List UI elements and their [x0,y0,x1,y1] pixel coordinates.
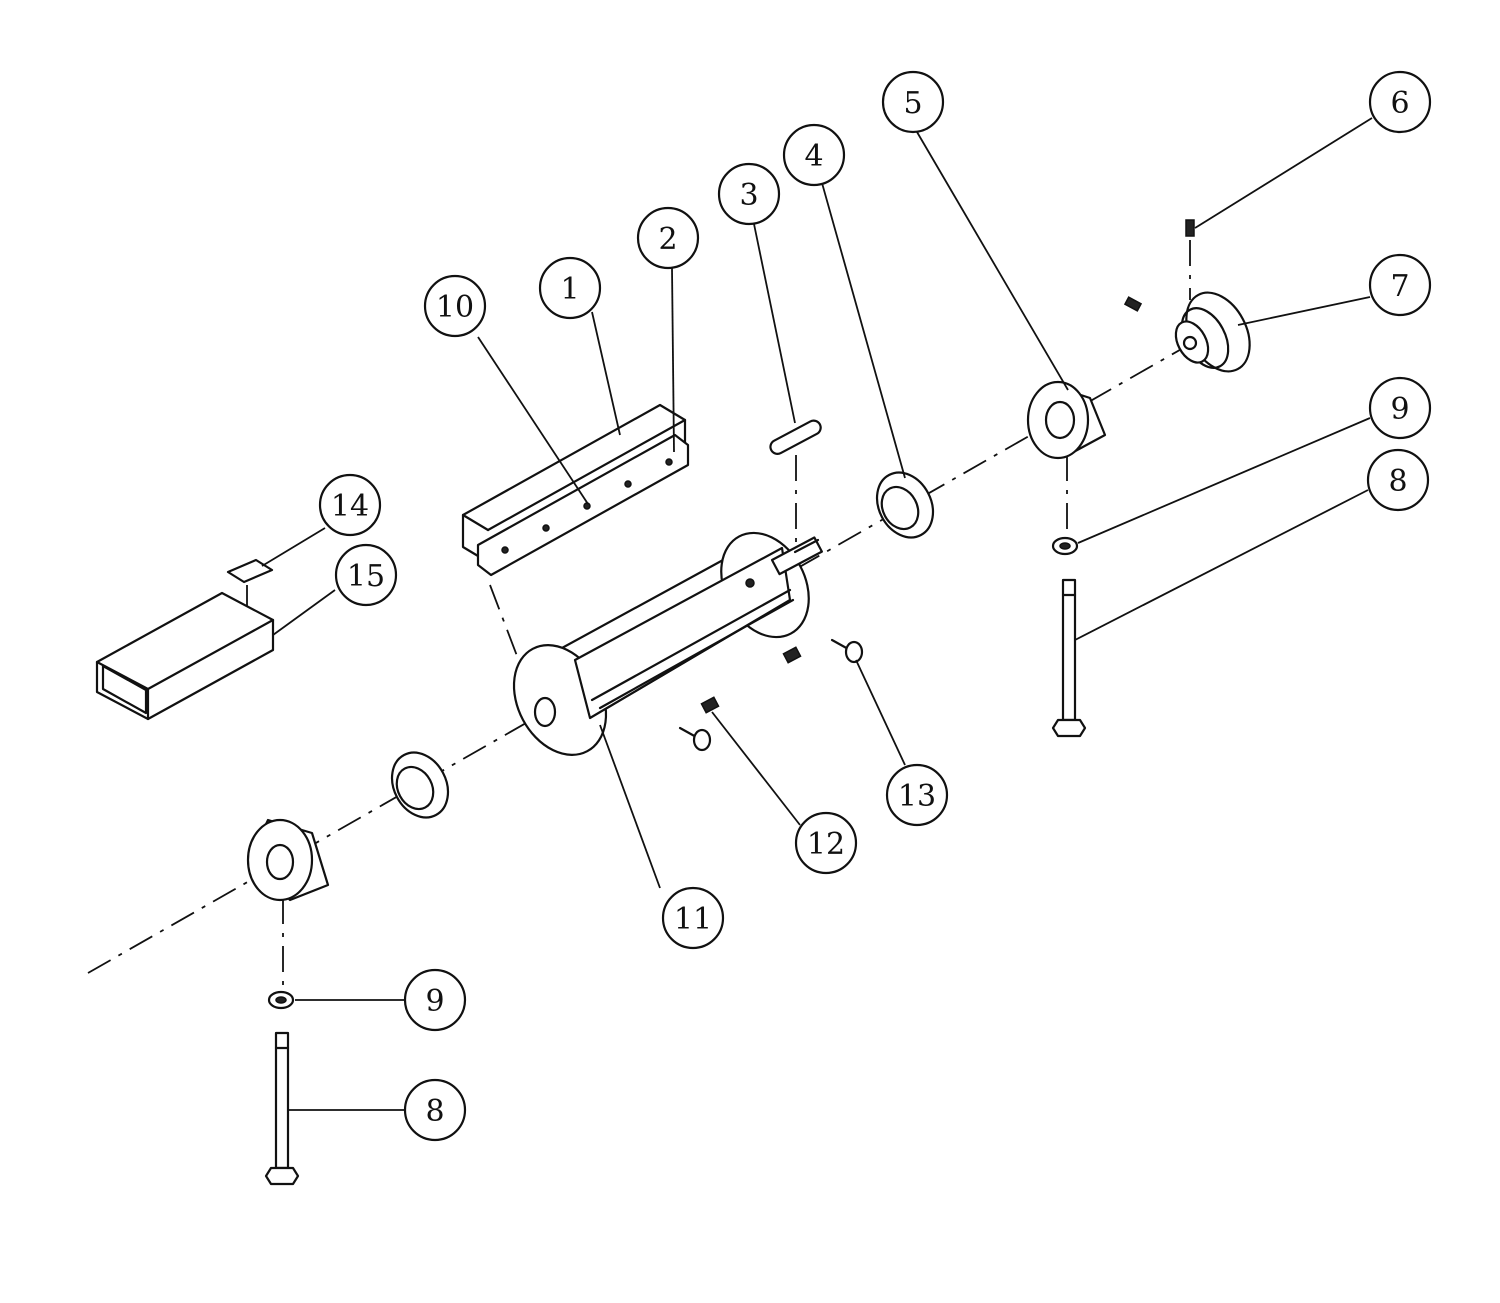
part-9-washer-right [1051,536,1079,556]
callout-c9a: 9 [1368,376,1432,440]
part-7-pulley [1174,291,1251,373]
callout-label: 14 [331,489,369,524]
callout-label: 9 [425,984,444,1019]
callout-c10: 10 [423,274,487,338]
callout-label: 6 [1390,86,1409,121]
part-9-washer-left [267,990,295,1010]
callout-label: 11 [674,902,712,937]
callout-c7: 7 [1368,253,1432,317]
part-4-bearing-right [875,471,935,539]
part-12-set-screws [700,646,802,714]
callout-c1: 1 [538,256,602,320]
part-5-bearing-housing-right [1026,380,1107,460]
callout-c13: 13 [885,763,949,827]
callout-c12: 12 [794,811,858,875]
callout-label: 2 [658,222,677,257]
part-5-bearing-housing-left [246,818,330,902]
callout-c3: 3 [717,162,781,226]
callout-c8b: 8 [403,1078,467,1142]
callout-c4: 4 [782,123,846,187]
callout-c6: 6 [1368,70,1432,134]
callout-c14: 14 [318,473,382,537]
part-11-cutterhead [512,531,823,756]
callout-c9b: 9 [403,968,467,1032]
part-6-set-screw [1123,219,1195,312]
part-8-bolt-right [1051,578,1087,738]
callout-label: 12 [807,827,845,862]
callout-c8a: 8 [1366,448,1430,512]
callout-c11: 11 [661,886,725,950]
callout-label: 9 [1390,392,1409,427]
leader-lines [261,117,1373,1111]
callout-label: 10 [436,290,474,325]
callout-c2: 2 [636,206,700,270]
part-15-rectangular-tube [95,591,275,721]
part-3-key [769,419,822,455]
callout-label: 3 [739,178,758,213]
callout-c5: 5 [881,70,945,134]
part-13-cap-screws [678,638,864,752]
part-4-bearing-left [390,751,450,819]
callout-label: 5 [903,86,922,121]
part-2-gib [476,433,690,577]
callout-label: 4 [804,139,823,174]
callout-label: 8 [1388,464,1407,499]
part-14-label-plate [226,558,274,584]
callout-label: 1 [560,272,579,307]
part-8-bolt-left [264,1031,300,1186]
callout-c15: 15 [334,543,398,607]
callout-label: 15 [347,559,385,594]
callout-label: 13 [898,779,936,814]
callout-label: 8 [425,1094,444,1129]
callout-label: 7 [1390,269,1409,304]
